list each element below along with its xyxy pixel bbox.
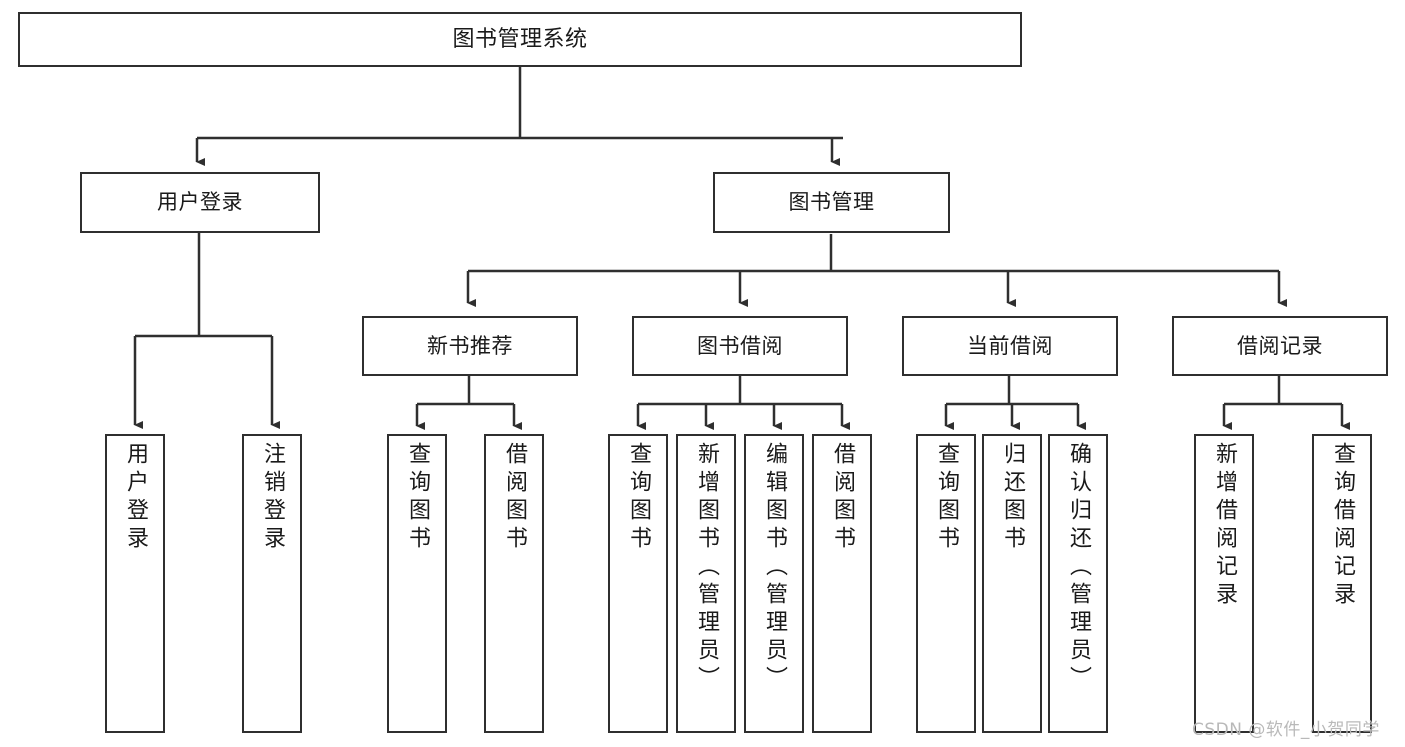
node-book-manage-label: 图书管理 <box>788 190 875 215</box>
leaf-borrow-book-1-label: 借阅图书 <box>502 442 527 554</box>
leaf-query-book-1-label: 查询图书 <box>405 442 430 554</box>
leaf-logout-label: 注销登录 <box>260 442 285 554</box>
leaf-confirm-return-label: 确认归还（管理员） <box>1066 442 1091 694</box>
node-new-book-recommend[interactable]: 新书推荐 <box>362 316 578 376</box>
node-user-login[interactable]: 用户登录 <box>80 172 320 233</box>
leaf-confirm-return[interactable]: 确认归还（管理员） <box>1048 434 1108 733</box>
leaf-edit-book[interactable]: 编辑图书（管理员） <box>744 434 804 733</box>
leaf-return-book[interactable]: 归还图书 <box>982 434 1042 733</box>
node-book-borrow-label: 图书借阅 <box>697 333 783 358</box>
leaf-user-login-label: 用户登录 <box>123 442 148 554</box>
leaf-add-book-label: 新增图书（管理员） <box>694 442 719 694</box>
leaf-add-book[interactable]: 新增图书（管理员） <box>676 434 736 733</box>
leaf-borrow-book-2[interactable]: 借阅图书 <box>812 434 872 733</box>
node-current-borrow-label: 当前借阅 <box>967 333 1053 358</box>
csdn-watermark: CSDN @软件_小贺同学 <box>1192 720 1380 740</box>
leaf-return-book-label: 归还图书 <box>1000 442 1025 554</box>
leaf-query-record[interactable]: 查询借阅记录 <box>1312 434 1372 733</box>
leaf-query-book-2-label: 查询图书 <box>626 442 651 554</box>
node-root-label: 图书管理系统 <box>452 26 588 52</box>
leaf-edit-book-label: 编辑图书（管理员） <box>762 442 787 694</box>
node-root[interactable]: 图书管理系统 <box>18 12 1022 67</box>
node-book-manage[interactable]: 图书管理 <box>713 172 950 233</box>
node-borrow-record[interactable]: 借阅记录 <box>1172 316 1388 376</box>
leaf-query-book-2[interactable]: 查询图书 <box>608 434 668 733</box>
leaf-query-book-3-label: 查询图书 <box>934 442 959 554</box>
leaf-user-login[interactable]: 用户登录 <box>105 434 165 733</box>
node-book-borrow[interactable]: 图书借阅 <box>632 316 848 376</box>
leaf-borrow-book-2-label: 借阅图书 <box>830 442 855 554</box>
node-new-book-recommend-label: 新书推荐 <box>427 333 513 358</box>
leaf-query-record-label: 查询借阅记录 <box>1330 442 1355 610</box>
leaf-borrow-book-1[interactable]: 借阅图书 <box>484 434 544 733</box>
leaf-query-book-3[interactable]: 查询图书 <box>916 434 976 733</box>
leaf-add-record-label: 新增借阅记录 <box>1212 442 1237 610</box>
leaf-logout[interactable]: 注销登录 <box>242 434 302 733</box>
node-user-login-label: 用户登录 <box>157 190 243 215</box>
node-current-borrow[interactable]: 当前借阅 <box>902 316 1118 376</box>
leaf-query-book-1[interactable]: 查询图书 <box>387 434 447 733</box>
node-borrow-record-label: 借阅记录 <box>1237 333 1323 358</box>
leaf-add-record[interactable]: 新增借阅记录 <box>1194 434 1254 733</box>
